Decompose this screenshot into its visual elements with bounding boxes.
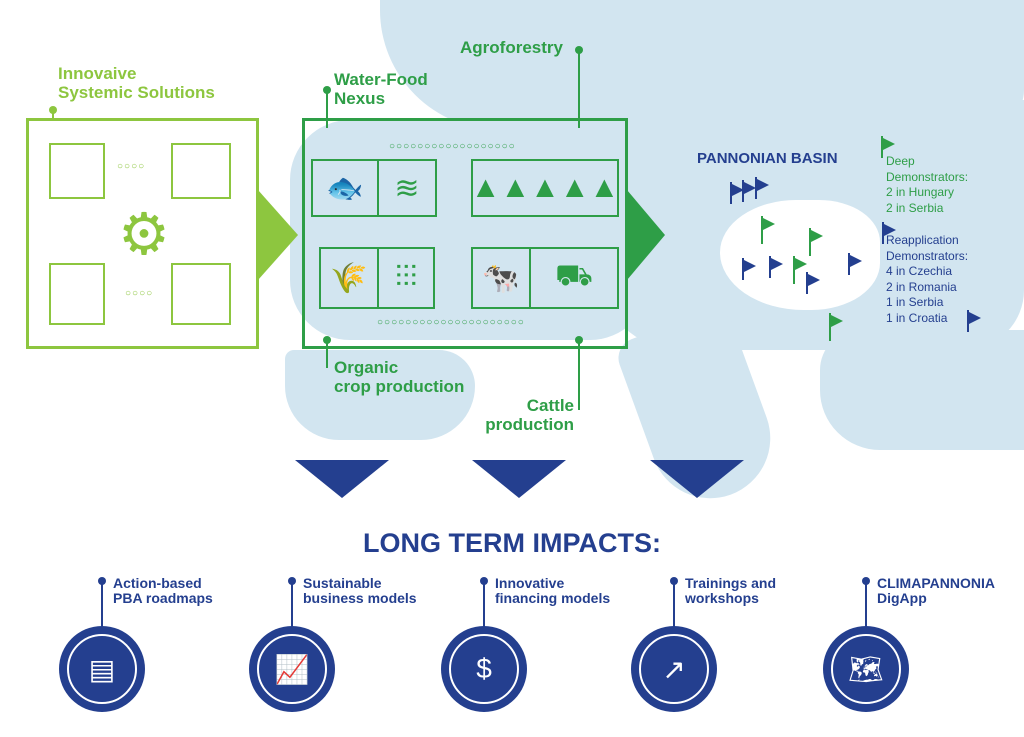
flag-icon	[742, 258, 756, 280]
forest-icon: ▲▲▲▲▲	[471, 159, 619, 217]
arrow-right	[258, 190, 298, 280]
flag-icon	[730, 182, 744, 204]
flag-icon	[809, 228, 823, 256]
presentation-icon: 📈	[257, 634, 327, 704]
flag-icon	[793, 256, 807, 284]
arrow-down	[472, 460, 566, 498]
nexus-box: 🐟 ≋ ▲▲▲▲▲ 🌾 ⫶⫶⫶ 🐄 ⛟ ○○○○○○○○○○○○○○○○○○ ○…	[302, 118, 628, 349]
puzzle-icon	[49, 143, 105, 199]
browser-window-icon: ▤	[67, 634, 137, 704]
pin	[575, 46, 583, 128]
flag-icon	[742, 180, 756, 202]
flag-icon	[829, 313, 843, 341]
growth-chart-icon: ↗	[639, 634, 709, 704]
flag-icon	[761, 216, 775, 244]
wheat-icon: 🌾	[319, 247, 379, 309]
fish-icon: 🐟	[311, 159, 379, 217]
puzzle-icon	[171, 143, 231, 199]
puzzle-icon	[49, 263, 105, 325]
lightbulb-dollar-icon: $	[449, 634, 519, 704]
flag-icon	[769, 256, 783, 278]
impacts-title: LONG TERM IMPACTS:	[363, 528, 661, 558]
arrow-right	[627, 190, 665, 280]
pin	[323, 86, 331, 128]
arrow-down	[295, 460, 389, 498]
reapp-flag-icon	[882, 222, 896, 244]
puzzle-icon	[171, 263, 231, 325]
pin	[323, 336, 331, 368]
flag-icon	[755, 177, 769, 199]
map-icon: 🗺	[831, 634, 901, 704]
cow-icon: 🐄	[471, 247, 531, 309]
flag-icon	[967, 310, 981, 332]
milk-truck-icon: ⛟	[529, 247, 619, 309]
map-title: PANNONIAN BASIN	[697, 150, 838, 167]
pin	[575, 336, 583, 410]
agroforestry-label: Agroforestry	[460, 38, 563, 57]
solutions-box: ⚙ ○○○○ ○○○○	[26, 118, 259, 349]
flag-icon	[806, 272, 820, 294]
deep-flag-icon	[881, 136, 895, 158]
flag-icon	[848, 253, 862, 275]
water-waves-icon: ≋	[377, 159, 437, 217]
gear-icon: ⚙	[118, 202, 170, 267]
crops-icon: ⫶⫶⫶	[377, 247, 435, 309]
arrow-down	[650, 460, 744, 498]
